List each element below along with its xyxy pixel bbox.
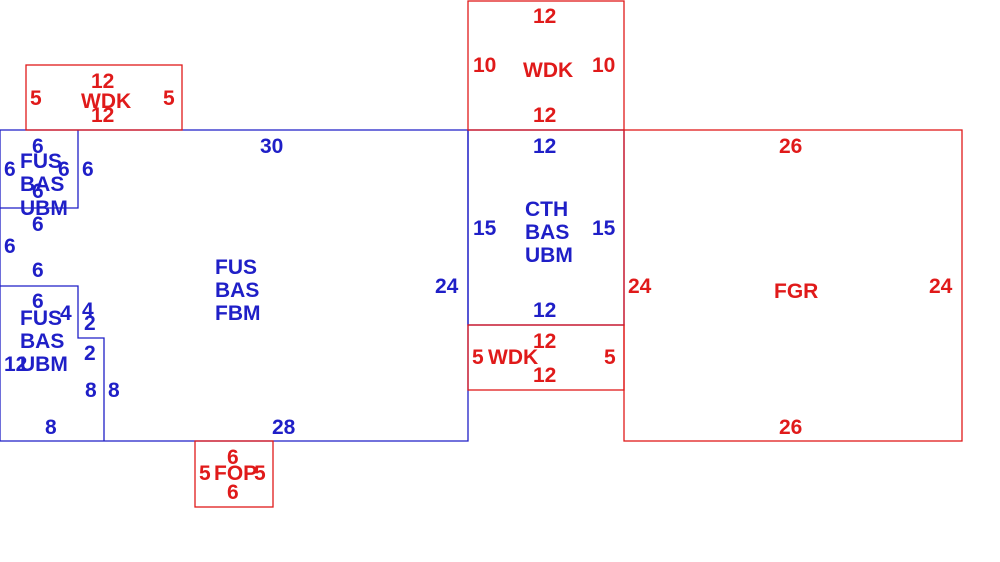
lower-left-area-labels: 6 6 4 4 2 2 FUS BAS UBM 12 8 8 8 [4,259,120,439]
ul-label-1: FUS [20,150,62,173]
main-right-dim: 24 [435,275,459,298]
wdk-mid-left-dim: 5 [472,346,484,369]
fgr-top-dim: 26 [779,135,802,158]
ll-dim-4a: 4 [60,302,72,325]
ul-inner-dim: 6 [58,158,70,181]
cth-left-dim: 15 [473,217,497,240]
main-top-dim: 30 [260,135,283,158]
fgr-right-dim: 24 [929,275,953,298]
ll-dim-2b: 2 [84,342,96,365]
fop-outline [194,440,274,508]
ll-dim-8b: 8 [108,379,120,402]
wdk-top-left-dim: 10 [473,54,496,77]
ll-top-outer-dim: 6 [32,259,44,282]
cth-label-3: UBM [525,244,573,267]
ll-dim-4b: 4 [82,299,94,322]
fgr-bottom-dim: 26 [779,416,802,439]
wdk-left-top-dim: 12 [91,70,114,93]
wdk-left-labels: 12 WDK 5 5 12 [30,70,175,127]
main-label-1: FUS [215,256,257,279]
fop-label: FOP [214,462,257,485]
cth-top-dim: 12 [533,135,556,158]
fgr-outline [623,129,963,442]
ll-label-2: BAS [20,330,64,353]
ul-inner-dim-2: 6 [32,180,44,203]
fop-top-dim: 6 [227,446,239,469]
ll-bottom-dim: 8 [45,416,57,439]
wdk-top-right-dim: 10 [592,54,615,77]
wdk-top-labels: 12 WDK 10 10 12 [473,5,615,127]
wdk-left-left-dim: 5 [30,87,42,110]
wdk-left-bottom-dim: 12 [91,104,114,127]
fop-bottom-dim: 6 [227,481,239,504]
wdk-mid-labels: 12 WDK 5 5 12 [472,330,616,387]
fgr-area-labels: 26 FGR 24 24 26 [628,135,953,439]
ll-dim-8a: 8 [85,379,97,402]
wdk-top-outline [467,0,625,131]
main-label-2: BAS [215,279,259,302]
upper-left-area-labels: 6 6 6 6 6 FUS BAS UBM 6 [4,135,94,236]
cth-bottom-dim: 12 [533,299,556,322]
wdk-left-label: WDK [81,90,131,113]
ul-top-dim: 6 [32,135,44,158]
wdk-mid-right-dim: 5 [604,346,616,369]
main-area-labels: FUS BAS FBM 30 28 24 [215,135,459,439]
cth-area-labels: 12 CTH BAS UBM 15 15 12 [473,135,616,322]
wdk-mid-label: WDK [488,346,538,369]
cth-label-2: BAS [525,221,569,244]
ll-label-1: FUS [20,307,62,330]
fop-labels: 6 FOP 5 5 6 [199,446,266,504]
fop-left-dim: 5 [199,462,211,485]
wdk-left-outline [25,64,183,131]
main-label-3: FBM [215,302,261,325]
ul-right-dim: 6 [82,158,94,181]
wdk-top-bottom-dim: 12 [533,104,556,127]
wdk-left-right-dim: 5 [163,87,175,110]
fop-right-dim: 5 [254,462,266,485]
wdk-top-top-dim: 12 [533,5,556,28]
fgr-left-dim: 24 [628,275,652,298]
left-gap-dim: 6 [4,235,16,258]
cth-label-1: CTH [525,198,568,221]
ul-label-2: BAS [20,173,64,196]
ll-top-dim: 6 [32,290,44,313]
ll-left-dim: 12 [4,353,27,376]
ul-bottom-dim: 6 [32,213,44,236]
main-bottom-dim: 28 [272,416,296,439]
ll-label-3: UBM [20,353,68,376]
ul-label-3: UBM [20,197,68,220]
cth-right-dim: 15 [592,217,616,240]
fgr-label: FGR [774,280,818,303]
ll-dim-2a: 2 [84,312,96,335]
wdk-mid-bottom-dim: 12 [533,364,556,387]
wdk-mid-top-dim: 12 [533,330,556,353]
ul-left-dim: 6 [4,158,16,181]
wdk-top-label: WDK [523,59,573,82]
